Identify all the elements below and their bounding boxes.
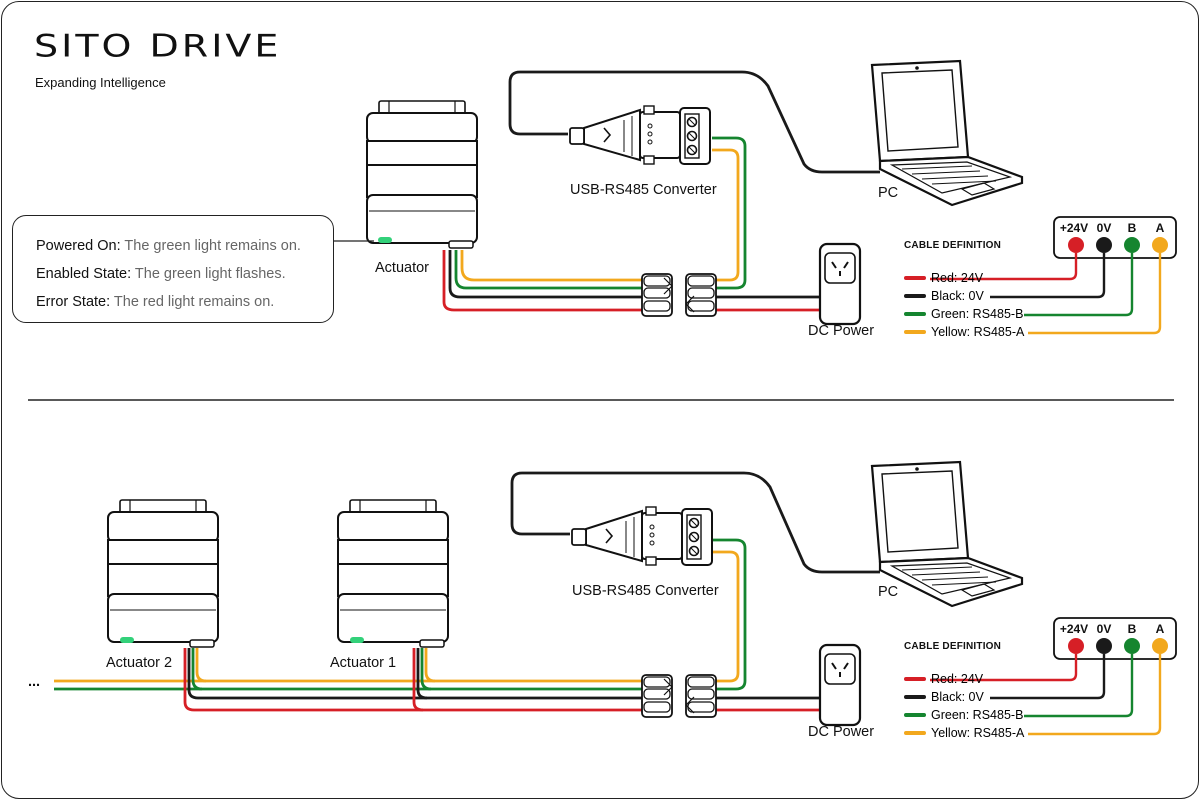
pc-laptop-icon	[870, 59, 1024, 207]
pin-label-a: A	[1155, 221, 1165, 235]
pin-b-dot	[1124, 237, 1140, 253]
legend-black: Black: 0V	[904, 289, 984, 303]
usb-rs485-converter-icon	[569, 105, 711, 165]
actuator-1-icon	[337, 499, 449, 648]
top-section	[334, 59, 1177, 335]
pc-label-2: PC	[878, 584, 899, 600]
wire-green-conv	[700, 136, 747, 290]
pin-block	[1053, 216, 1177, 259]
bottom-section	[54, 460, 1177, 736]
legend-line-green	[1024, 253, 1134, 317]
pin-a-dot	[1152, 237, 1168, 253]
legend-red-2: Red: 24V	[904, 672, 983, 686]
legend-line-yellow	[1028, 253, 1162, 335]
actuator-1-led	[350, 637, 364, 643]
legend-line-black	[990, 253, 1106, 299]
status-item: Powered On: The green light remains on.	[36, 238, 301, 254]
pin-label-0v-2: 0V	[1096, 622, 1112, 636]
pc-label: PC	[878, 185, 899, 201]
led-status-box: Powered On: The green light remains on. …	[12, 215, 334, 323]
converter-label: USB-RS485 Converter	[570, 182, 717, 198]
actuator-2-led	[120, 637, 134, 643]
legend-green-2: Green: RS485-B	[904, 708, 1023, 722]
legend-green: Green: RS485-B	[904, 307, 1023, 321]
actuator-icon	[366, 100, 478, 249]
legend-red: Red: 24V	[904, 271, 983, 285]
wire-black	[448, 250, 642, 299]
splice-connector	[641, 273, 717, 317]
status-led	[378, 237, 392, 243]
dc-power-adapter-2-icon	[818, 643, 862, 727]
legend-yellow-2: Yellow: RS485-A	[904, 726, 1024, 740]
pin-label-a-2: A	[1155, 622, 1165, 636]
actuator-2-icon	[107, 499, 219, 648]
usb-cable	[508, 70, 880, 174]
wire-green	[454, 250, 642, 290]
usb-cable-2	[510, 471, 880, 574]
cable-definition-title: CABLE DEFINITION	[904, 240, 1002, 251]
brand-tagline: Expanding Intelligence	[35, 75, 166, 90]
wire-red	[442, 250, 642, 312]
brand-logo: SITO DRIVE	[34, 28, 282, 65]
dc-power-label: DC Power	[808, 323, 875, 339]
status-item: Enabled State: The green light flashes.	[36, 266, 286, 282]
chain-ellipsis: ...	[28, 674, 41, 690]
wire-yellow	[460, 250, 642, 282]
actuator-label: Actuator	[375, 260, 429, 276]
pin-label-b: B	[1127, 221, 1137, 235]
wire-yellow-conv	[700, 148, 740, 282]
legend-yellow: Yellow: RS485-A	[904, 325, 1024, 339]
legend-line-red	[930, 253, 1078, 281]
converter-label-2: USB-RS485 Converter	[572, 583, 719, 599]
legend-black-2: Black: 0V	[904, 690, 984, 704]
pin-24v-dot	[1068, 237, 1084, 253]
dc-power-label-2: DC Power	[808, 724, 875, 740]
pin-label-24v-2: +24V	[1059, 622, 1089, 636]
pin-0v-dot	[1096, 237, 1112, 253]
cable-definition-title-2: CABLE DEFINITION	[904, 641, 1002, 652]
pin-block-2	[1053, 617, 1177, 660]
pin-label-24v: +24V	[1059, 221, 1089, 235]
dc-power-adapter-icon	[818, 242, 862, 326]
pin-label-0v: 0V	[1096, 221, 1112, 235]
pin-label-b-2: B	[1127, 622, 1137, 636]
status-item: Error State: The red light remains on.	[36, 294, 275, 310]
usb-rs485-converter-2-icon	[571, 506, 713, 566]
splice-connector-2	[641, 674, 717, 718]
actuator-2-label: Actuator 2	[106, 655, 173, 671]
actuator-1-label: Actuator 1	[330, 655, 397, 671]
